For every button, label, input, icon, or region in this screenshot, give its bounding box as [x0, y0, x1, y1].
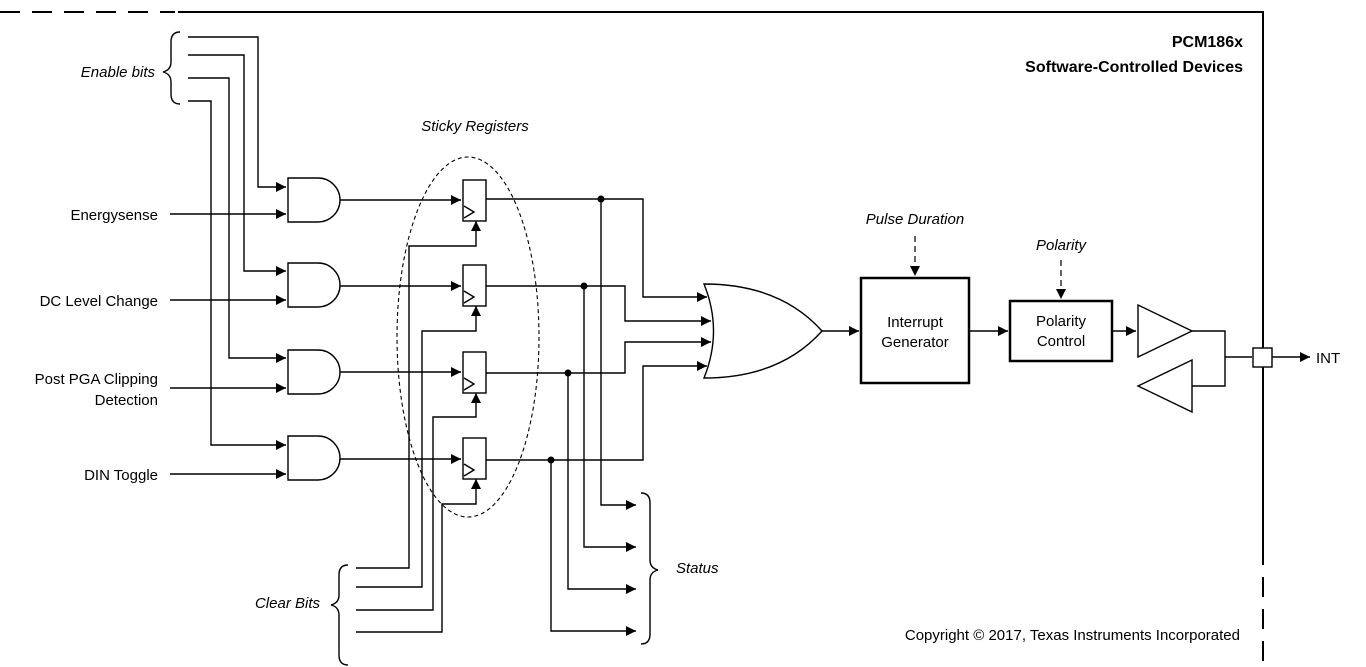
energysense-label: Energysense [70, 207, 158, 224]
and-gate-dc-level [287, 262, 341, 308]
polarity-label: Polarity [1036, 237, 1088, 254]
post-pga-label-line2: Detection [95, 392, 158, 409]
device-subtitle: Software-Controlled Devices [1025, 59, 1243, 76]
polarity-control-line1: Polarity [1036, 313, 1087, 330]
or-gate [702, 283, 823, 379]
and-gate-energysense [287, 177, 341, 223]
register-output-wires [486, 198, 711, 636]
and-gate-clipping [287, 349, 341, 395]
int-label: INT [1316, 350, 1340, 367]
post-pga-label-line1: Post PGA Clipping [35, 371, 158, 388]
output-buffer-icon [1137, 303, 1194, 359]
sticky-register-1 [462, 179, 487, 222]
clear-bits-brace [330, 564, 349, 666]
clear-bits-label: Clear Bits [255, 595, 321, 612]
interrupt-generator-line2: Generator [881, 334, 949, 351]
status-label: Status [676, 560, 719, 577]
copyright-text: Copyright © 2017, Texas Instruments Inco… [905, 627, 1240, 644]
buffer-loop-wire [1192, 330, 1226, 387]
pulse-duration-label: Pulse Duration [866, 211, 964, 228]
status-brace [640, 492, 659, 645]
and-gate-din-toggle [287, 435, 341, 481]
polarity-control-line2: Control [1037, 333, 1085, 350]
interrupt-generator-block [859, 276, 971, 385]
enable-bit-wires [188, 36, 286, 450]
sticky-registers-label: Sticky Registers [421, 118, 529, 135]
int-pin-square [1252, 347, 1273, 368]
device-title: PCM186x [1172, 34, 1243, 51]
interrupt-generator-line1: Interrupt [887, 314, 944, 331]
polarity-control-block [1008, 299, 1114, 363]
and-output-wires [340, 195, 461, 464]
junction-dots [547, 195, 605, 464]
clear-bit-wires [356, 221, 481, 633]
sticky-register-2 [462, 264, 487, 307]
input-buffer-icon [1136, 358, 1193, 414]
sticky-register-3 [462, 351, 487, 394]
input-signal-wires [170, 209, 286, 479]
sticky-register-4 [462, 437, 487, 480]
sticky-registers-outline [396, 156, 540, 518]
enable-bits-brace [162, 31, 181, 105]
enable-bits-label: Enable bits [81, 64, 156, 81]
dc-level-change-label: DC Level Change [40, 293, 158, 310]
din-toggle-label: DIN Toggle [84, 467, 158, 484]
